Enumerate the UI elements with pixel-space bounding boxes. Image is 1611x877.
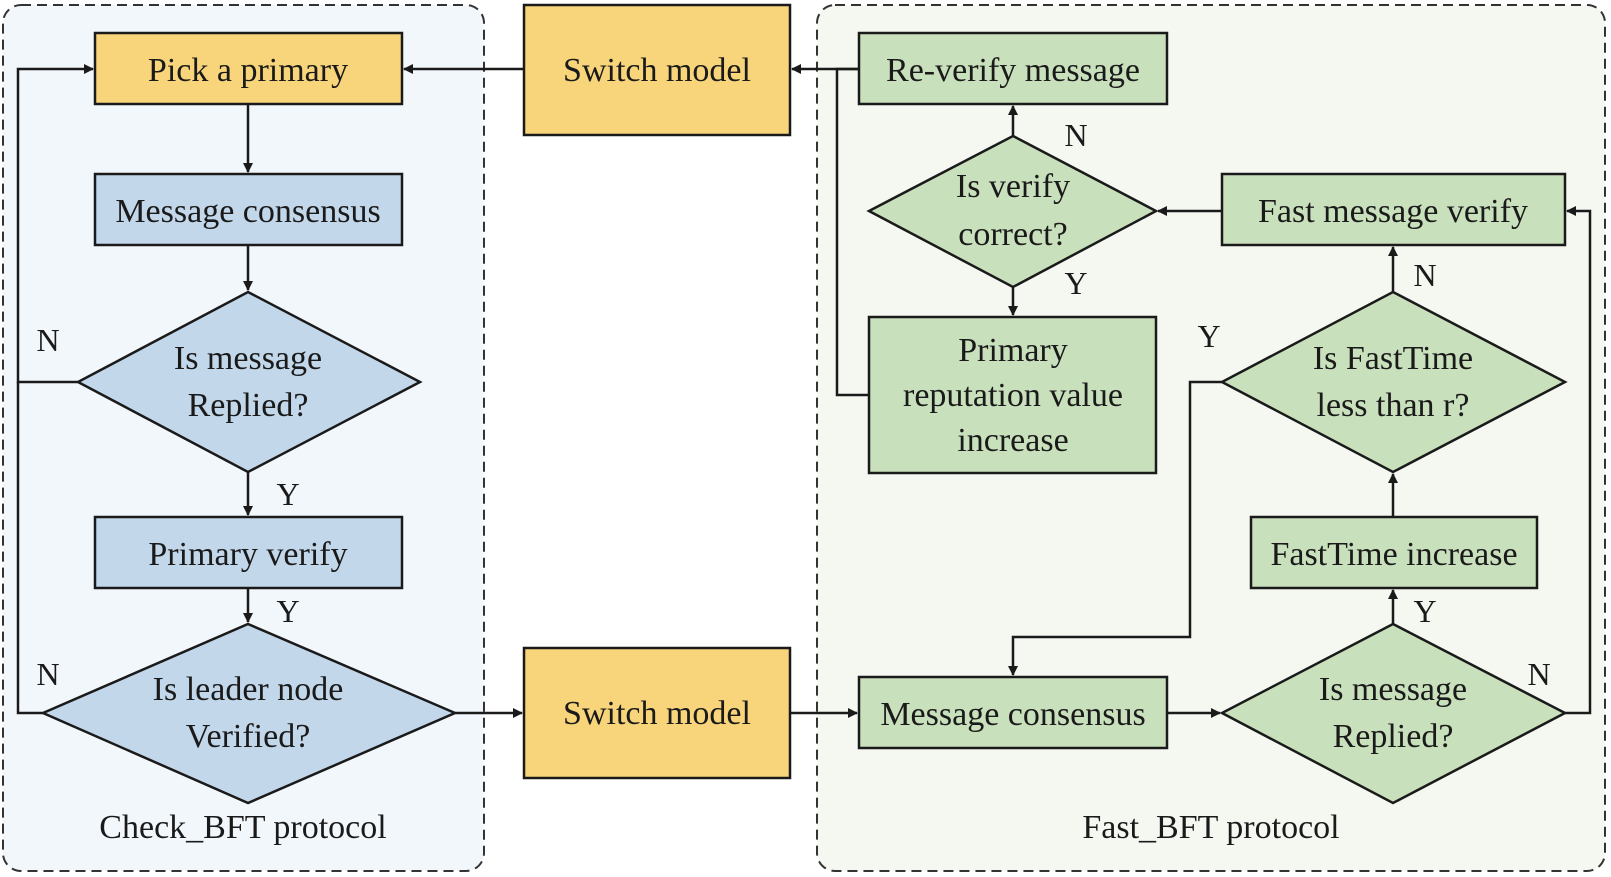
is-message-replied-label-right-2: Replied? — [1333, 718, 1454, 755]
message-consensus-box-right — [857, 675, 1169, 750]
reverify-message-label: Re-verify message — [886, 52, 1140, 89]
fasttime-increase-box — [1249, 515, 1539, 590]
right-replied-n: N — [1527, 656, 1550, 692]
pick-primary-label: Pick a primary — [148, 52, 348, 89]
fasttime-increase-label: FastTime increase — [1270, 536, 1517, 573]
message-consensus-label-left: Message consensus — [115, 193, 380, 230]
message-consensus-label-right: Message consensus — [880, 696, 1145, 733]
left-primary-verify-y: Y — [276, 593, 299, 629]
pick-primary-box — [93, 31, 404, 106]
primary-reputation-label-1: Primary — [958, 332, 1068, 369]
is-fasttime-less-diamond — [1219, 290, 1568, 474]
is-verify-correct-label-1: Is verify — [956, 168, 1070, 205]
is-leader-verified-label-2: Verified? — [186, 718, 311, 755]
primary-reputation-label-3: increase — [957, 422, 1068, 459]
is-message-replied-label-left-2: Replied? — [188, 387, 309, 424]
primary-verify-label: Primary verify — [148, 536, 347, 573]
is-message-replied-label-left-1: Is message — [174, 340, 322, 377]
primary-reputation-label-2: reputation value — [903, 377, 1123, 414]
right-fasttime-n: N — [1413, 257, 1436, 293]
primary-verify-box — [93, 515, 404, 590]
is-leader-verified-diamond — [39, 622, 459, 805]
is-fasttime-less-label-1: Is FastTime — [1313, 340, 1473, 377]
left-replied-n: N — [36, 322, 59, 358]
reverify-message-box — [857, 31, 1169, 106]
fast-message-verify-label: Fast message verify — [1258, 193, 1528, 230]
is-fasttime-less-label-2: less than r? — [1317, 387, 1470, 424]
right-verify-n: N — [1064, 117, 1087, 153]
right-replied-y: Y — [1413, 593, 1436, 629]
message-consensus-box-left — [93, 172, 404, 247]
right-fasttime-y: Y — [1197, 318, 1220, 354]
is-message-replied-diamond-right — [1219, 622, 1568, 805]
right-verify-y: Y — [1064, 265, 1087, 301]
left-replied-y: Y — [276, 476, 299, 512]
is-verify-correct-label-2: correct? — [958, 216, 1067, 253]
fast-message-verify-box — [1220, 172, 1567, 247]
left-leader-n: N — [36, 656, 59, 692]
switch-model-top-label: Switch model — [563, 52, 751, 89]
fast-bft-title: Fast_BFT protocol — [1082, 809, 1339, 846]
switch-model-bottom-label: Switch model — [563, 695, 751, 732]
is-leader-verified-label-1: Is leader node — [153, 671, 344, 708]
check-bft-title: Check_BFT protocol — [99, 809, 386, 846]
is-message-replied-label-right-1: Is message — [1319, 671, 1467, 708]
